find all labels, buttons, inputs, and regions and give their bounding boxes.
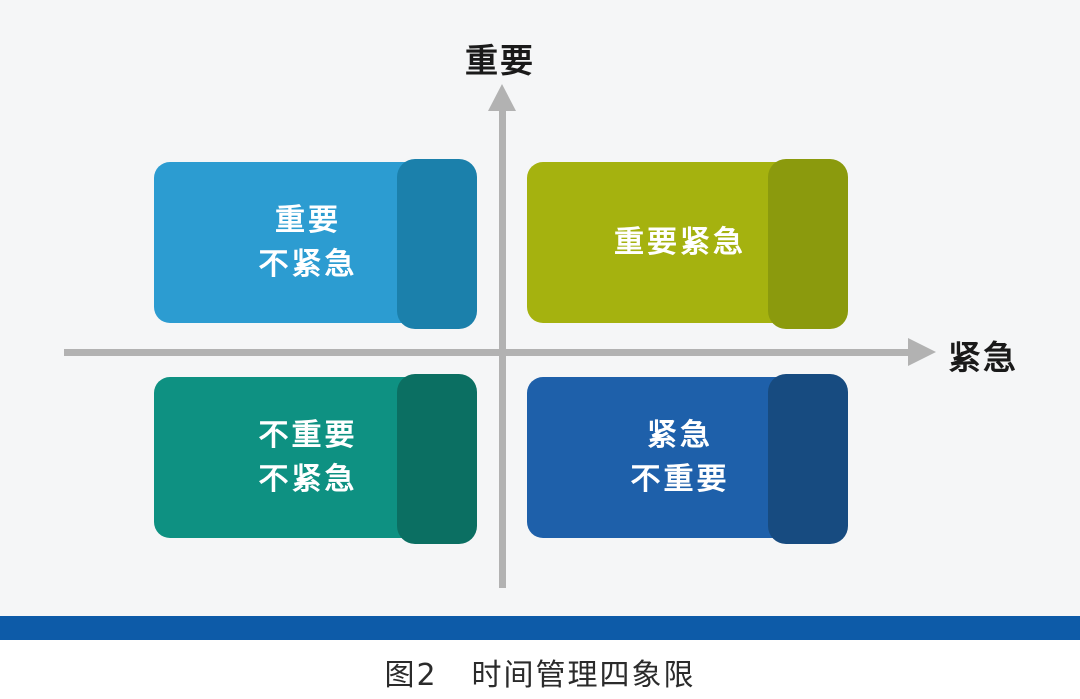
quadrant-label-line: 重要 [275, 202, 341, 238]
quadrant-label-line: 不紧急 [258, 246, 358, 282]
quadrant-important-not-urgent: 重要 不紧急 [154, 159, 477, 329]
figure-caption: 图2 时间管理四象限 [0, 658, 1080, 694]
quadrant-label-line: 紧急 [647, 417, 713, 453]
y-axis-label: 重要 [465, 41, 535, 80]
figure-number: 图2 [384, 658, 438, 693]
quadrant-label-line: 不紧急 [258, 461, 358, 497]
quadrant-important-urgent: 重要紧急 [527, 159, 848, 329]
x-axis-line [64, 349, 910, 356]
quadrant-label-line: 重要紧急 [614, 224, 746, 260]
y-axis-arrow-icon [488, 84, 516, 111]
figure-title: 时间管理四象限 [471, 658, 696, 693]
x-axis-arrow-icon [908, 338, 936, 366]
divider-bar [0, 616, 1080, 640]
quadrant-label-line: 不重要 [258, 417, 358, 453]
y-axis-line [499, 106, 506, 588]
x-axis-label: 紧急 [948, 338, 1018, 377]
quadrant-label-line: 不重要 [630, 461, 730, 497]
quadrant-not-important-not-urgent: 不重要 不紧急 [154, 374, 477, 544]
quadrant-urgent-not-important: 紧急 不重要 [527, 374, 848, 544]
